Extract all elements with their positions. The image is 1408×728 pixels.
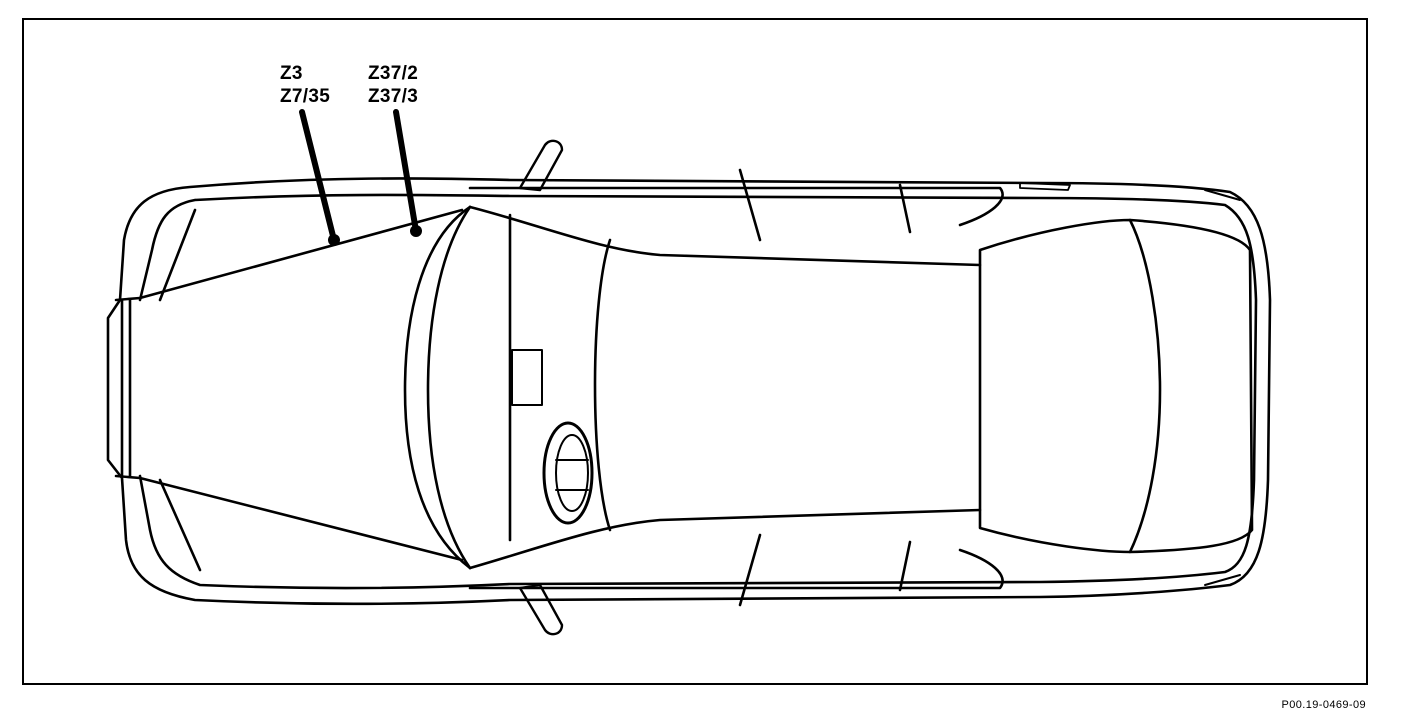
callout-leader-1	[299, 109, 337, 243]
callout-point-2	[410, 225, 422, 237]
windshield	[403, 205, 472, 570]
windshield-inner	[426, 205, 472, 570]
door-line-top	[468, 168, 1004, 242]
steering-wheel	[542, 421, 594, 525]
rear-corner-bottom	[1204, 574, 1241, 586]
hood-side-bottom	[158, 478, 202, 572]
mirror-bottom	[518, 583, 564, 636]
steering-spoke	[555, 459, 589, 491]
callout-line: Z3	[280, 63, 303, 84]
callout-label-z37-2-z37-3: Z37/2 Z37/3	[368, 62, 418, 108]
callout-line: Z37/2	[368, 63, 419, 84]
trunk-edge	[1128, 218, 1254, 554]
callout-point-1	[328, 234, 340, 246]
hood-line-bottom	[138, 476, 464, 562]
callout-line: Z37/3	[368, 86, 419, 107]
mirror-top	[518, 139, 564, 192]
callout-line: Z7/35	[280, 86, 331, 107]
hood-side-top	[158, 208, 197, 302]
front-grille	[114, 296, 142, 480]
dashboard-box	[511, 349, 543, 406]
callout-label-z3-z7-35: Z3 Z7/35	[280, 62, 330, 108]
steering-wheel-inner	[555, 434, 589, 512]
callout-leader-2	[393, 109, 419, 234]
hood-line-top	[138, 208, 464, 300]
car-body-inner-contour	[138, 193, 1258, 590]
rear-window	[978, 218, 1162, 554]
diagram-frame	[22, 18, 1368, 685]
front-bumper	[120, 298, 132, 478]
cabin-top-line	[468, 205, 982, 267]
car-body-outline	[106, 177, 1272, 606]
rear-corner-top	[1204, 189, 1241, 201]
door-line-bottom	[468, 533, 1004, 607]
rear-light-top	[1019, 182, 1071, 191]
roof-front-edge	[593, 238, 612, 532]
reference-code: P00.19-0469-09	[1281, 699, 1366, 711]
cabin-bottom-line	[468, 508, 982, 570]
